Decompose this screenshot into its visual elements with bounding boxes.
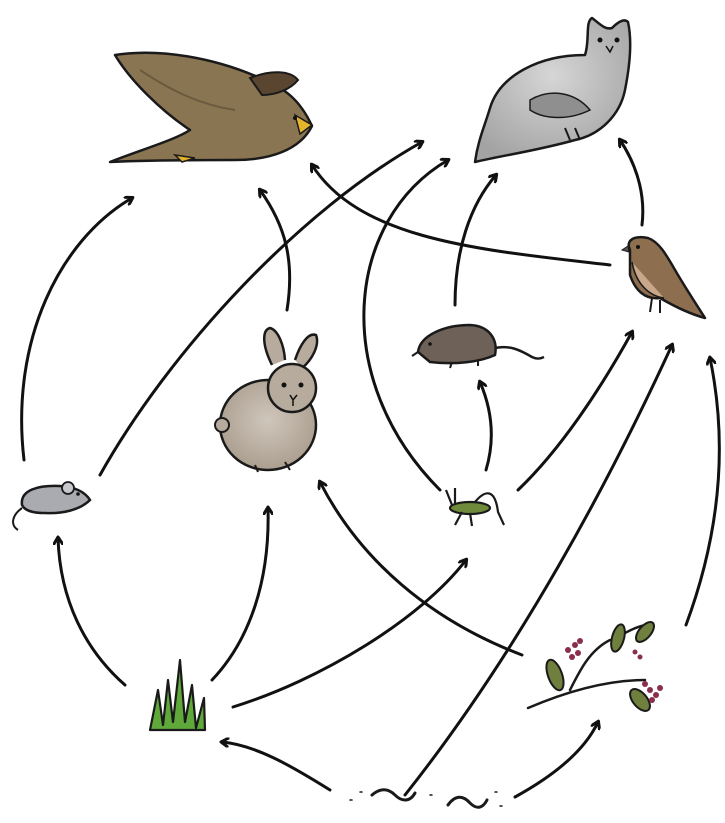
link-berry-rabbit	[320, 482, 522, 655]
worms-icon	[350, 790, 502, 808]
rabbit-icon	[215, 328, 317, 472]
link-grasshopper-shrew	[480, 382, 491, 470]
link-sparrow-owl	[620, 140, 643, 225]
link-berry-sparrow	[686, 358, 719, 625]
link-rabbit-hawk	[260, 190, 290, 310]
owl-icon	[475, 18, 630, 162]
link-grass-mouse	[58, 538, 125, 685]
link-decomposers-grass	[222, 742, 330, 790]
link-grass-grasshopper	[233, 560, 466, 707]
berry-plant-icon	[528, 619, 663, 715]
link-mouse-hawk	[22, 198, 132, 460]
sparrow-icon	[622, 237, 705, 318]
mouse-icon	[13, 482, 90, 530]
link-shrew-owl	[455, 175, 496, 305]
grasshopper-icon	[446, 488, 504, 526]
link-decomposers-sparrow	[405, 345, 672, 795]
link-decomposers-berry	[515, 722, 598, 797]
link-grass-rabbit	[212, 508, 268, 680]
shrew-icon	[412, 325, 544, 368]
link-grasshopper-owl	[364, 160, 448, 490]
grass-icon	[150, 660, 205, 730]
hawk-icon	[110, 53, 312, 162]
link-grasshopper-sparrow	[518, 332, 632, 490]
